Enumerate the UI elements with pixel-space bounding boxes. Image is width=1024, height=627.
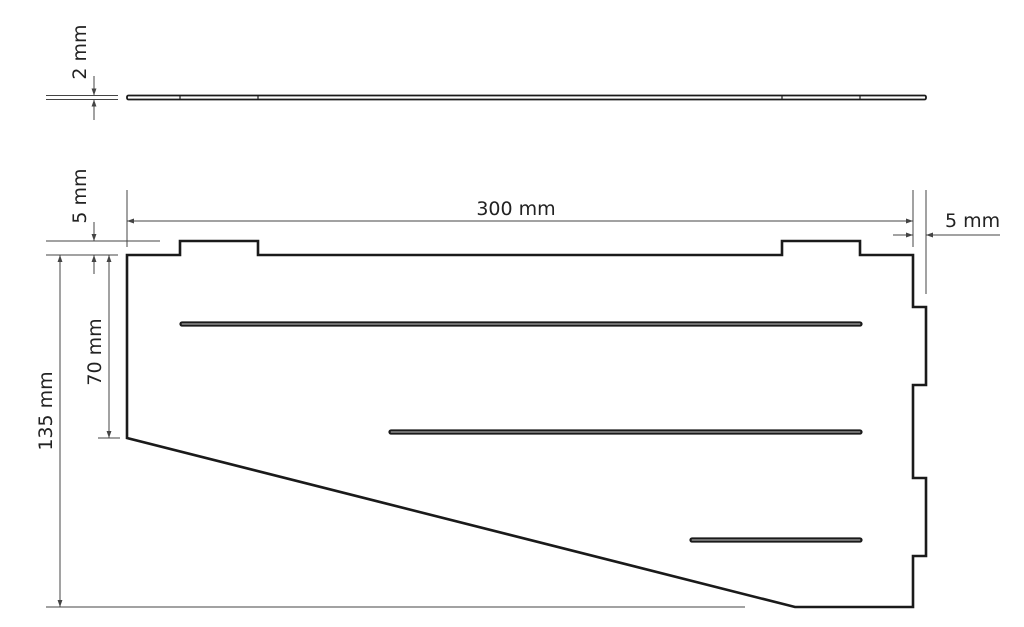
slot-lower-end xyxy=(689,537,693,543)
top-offset-dimension: 5 mm xyxy=(46,168,160,274)
top-offset-label: 5 mm xyxy=(69,168,91,223)
bracket-outline xyxy=(125,239,928,609)
width-label: 300 mm xyxy=(476,198,555,220)
slot-upper-end xyxy=(179,321,183,327)
slot-middle-end xyxy=(859,429,863,435)
upper-height-dimension: 70 mm xyxy=(84,255,120,439)
side-offset-dimension: 5 mm xyxy=(893,190,1000,294)
height-label: 135 mm xyxy=(35,371,57,450)
thickness-dimension: 2 mm xyxy=(46,24,118,120)
side-offset-label: 5 mm xyxy=(945,210,1000,232)
slot-upper-end xyxy=(859,321,863,327)
width-dimension: 300 mm xyxy=(126,190,914,247)
height-dimension: 135 mm xyxy=(35,255,745,608)
upper-height-label: 70 mm xyxy=(84,318,106,385)
side-view: 2 mm xyxy=(46,24,927,120)
slot-lower-end xyxy=(859,537,863,543)
slot-middle-end xyxy=(388,429,392,435)
plate-side-profile xyxy=(126,94,927,101)
thickness-label: 2 mm xyxy=(69,24,91,79)
front-view: 5 mm 300 mm 5 mm 135 mm xyxy=(35,168,1000,609)
